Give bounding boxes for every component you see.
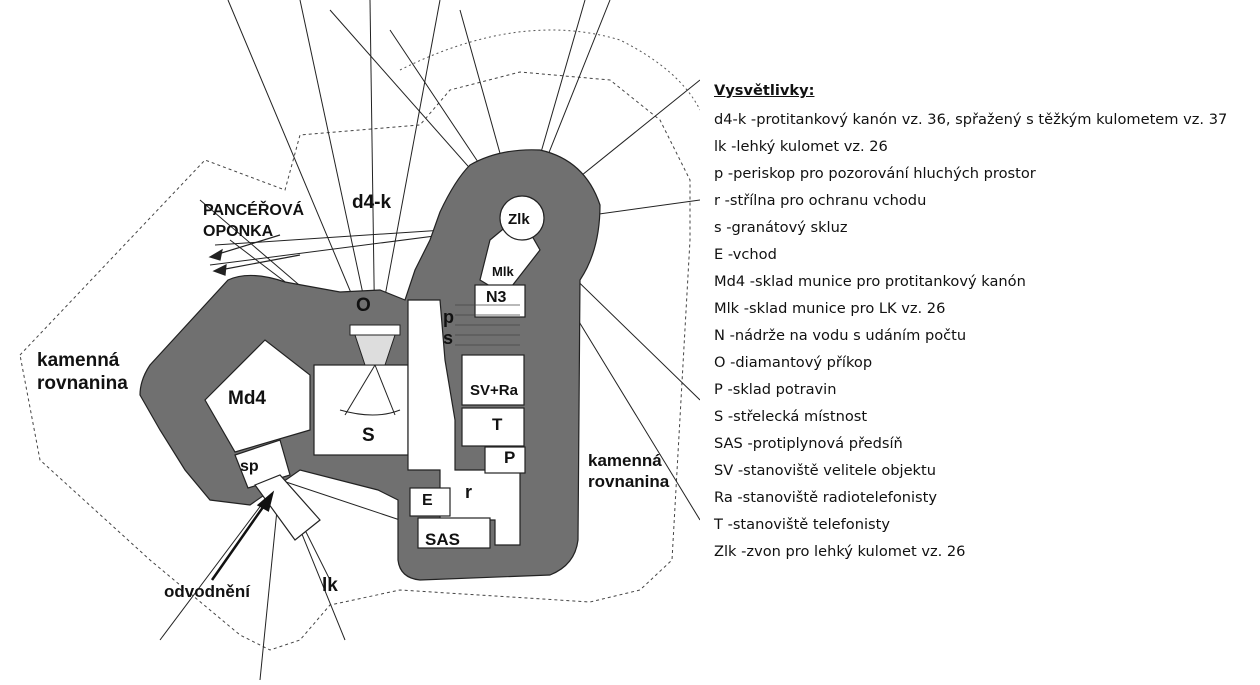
legend-text: -vchod	[727, 246, 777, 263]
legend-text: -střílna pro ochranu vchodu	[724, 192, 927, 209]
legend-item: p -periskop pro pozorování hluchých pros…	[714, 160, 1259, 187]
label-e-room: E	[422, 492, 433, 509]
legend-text: -stanoviště radiotelefonisty	[737, 489, 938, 506]
legend-key: p	[714, 165, 724, 182]
bell-field-arc	[399, 29, 700, 111]
room-n3	[474, 284, 526, 318]
legend-text: -protiplynová předsíň	[747, 435, 903, 452]
legend-item: Zlk -zvon pro lehký kulomet vz. 26	[714, 538, 1259, 565]
label-sv-ra: SV+Ra	[470, 382, 519, 399]
legend-list: d4-k -protitankový kanón vz. 36, spřažen…	[714, 106, 1259, 565]
label-p-periscope: p	[443, 307, 454, 327]
label-s-grenade: s	[443, 328, 453, 348]
legend-text: -sklad potravin	[727, 381, 837, 398]
legend-key: S	[714, 408, 724, 425]
label-md4: Md4	[228, 388, 266, 409]
legend: Vysvětlivky: d4-k -protitankový kanón vz…	[714, 80, 1259, 565]
legend-text: -zvon pro lehký kulomet vz. 26	[741, 543, 966, 560]
legend-key: lk	[714, 138, 727, 155]
legend-item: s -granátový skluz	[714, 214, 1259, 241]
legend-text: -stanoviště velitele objektu	[737, 462, 936, 479]
legend-key: Mlk	[714, 300, 740, 317]
legend-key: r	[714, 192, 720, 209]
room-sv-ra	[461, 354, 525, 406]
bunker-floor-plan: PANCÉŘOVÁ OPONKA d4-k Zlk Mlk N3 O p s k…	[19, 0, 700, 681]
room-md4	[204, 339, 311, 453]
label-drainage: odvodnění	[164, 582, 251, 601]
legend-key: O	[714, 354, 726, 371]
legend-text: -periskop pro pozorování hluchých prosto…	[727, 165, 1036, 182]
label-o: O	[356, 295, 371, 316]
corridor	[407, 299, 521, 546]
legend-text: -granátový skluz	[726, 219, 848, 236]
legend-item: d4-k -protitankový kanón vz. 36, spřažen…	[714, 106, 1259, 133]
legend-item: Md4 -sklad munice pro protitankový kanón	[714, 268, 1259, 295]
armor-curtain-arrows	[208, 234, 301, 276]
label-s-room: S	[362, 425, 375, 446]
legend-item: N -nádrže na vodu s udáním počtu	[714, 322, 1259, 349]
legend-text: -lehký kulomet vz. 26	[731, 138, 888, 155]
legend-item: O -diamantový příkop	[714, 349, 1259, 376]
bell-zlk	[499, 195, 545, 241]
legend-item: E -vchod	[714, 241, 1259, 268]
legend-item: r -střílna pro ochranu vchodu	[714, 187, 1259, 214]
label-stone-right-2: rovnanina	[588, 472, 670, 491]
drainage-channel	[254, 474, 321, 541]
label-sas: SAS	[425, 530, 460, 549]
label-sp: sp	[240, 458, 259, 475]
legend-text: -střelecká místnost	[727, 408, 868, 425]
legend-item: T -stanoviště telefonisty	[714, 511, 1259, 538]
legend-title: Vysvětlivky:	[714, 82, 815, 99]
legend-text: -stanoviště telefonisty	[727, 516, 890, 533]
legend-key: SV	[714, 462, 734, 479]
legend-key: Md4	[714, 273, 746, 290]
legend-text: -sklad munice pro LK vz. 26	[743, 300, 946, 317]
legend-item: lk -lehký kulomet vz. 26	[714, 133, 1259, 160]
label-armor-curtain-1: PANCÉŘOVÁ	[203, 200, 304, 219]
label-armor-curtain-2: OPONKA	[203, 223, 274, 240]
label-lk: lk	[322, 575, 338, 596]
legend-key: SAS	[714, 435, 743, 452]
room-e	[409, 487, 451, 517]
legend-item: S -střelecká místnost	[714, 403, 1259, 430]
room-sas	[417, 517, 491, 549]
legend-key: T	[714, 516, 723, 533]
legend-key: d4-k	[714, 111, 747, 128]
legend-text: -diamantový příkop	[730, 354, 873, 371]
drainage-arrow	[210, 490, 275, 581]
legend-text: -protitankový kanón vz. 36, spřažený s t…	[750, 111, 1228, 128]
legend-key: E	[714, 246, 724, 263]
label-n3: N3	[486, 289, 507, 306]
label-zlk: Zlk	[508, 211, 530, 228]
legend-text: -nádrže na vodu s udáním počtu	[729, 327, 967, 344]
legend-item: Ra -stanoviště radiotelefonisty	[714, 484, 1259, 511]
label-stone-left-1: kamenná	[37, 350, 120, 371]
label-r: r	[465, 482, 472, 502]
label-mlk: Mlk	[492, 264, 514, 279]
label-stone-left-2: rovnanina	[37, 373, 128, 394]
cannon-embrasure	[339, 324, 401, 416]
legend-key: Zlk	[714, 543, 737, 560]
legend-key: P	[714, 381, 723, 398]
legend-key: N	[714, 327, 725, 344]
room-p	[484, 446, 526, 474]
legend-text: -sklad munice pro protitankový kanón	[749, 273, 1026, 290]
legend-item: SAS -protiplynová předsíň	[714, 430, 1259, 457]
label-stone-right-1: kamenná	[588, 451, 662, 470]
legend-key: Ra	[714, 489, 733, 506]
legend-item: Mlk -sklad munice pro LK vz. 26	[714, 295, 1259, 322]
stairs	[455, 304, 520, 346]
label-d4k: d4-k	[352, 192, 392, 213]
room-s	[313, 364, 409, 456]
room-t	[461, 407, 525, 447]
legend-item: P -sklad potravin	[714, 376, 1259, 403]
label-p-room: P	[504, 448, 515, 467]
label-t-room: T	[492, 415, 503, 434]
legend-key: s	[714, 219, 722, 236]
legend-item: SV -stanoviště velitele objektu	[714, 457, 1259, 484]
